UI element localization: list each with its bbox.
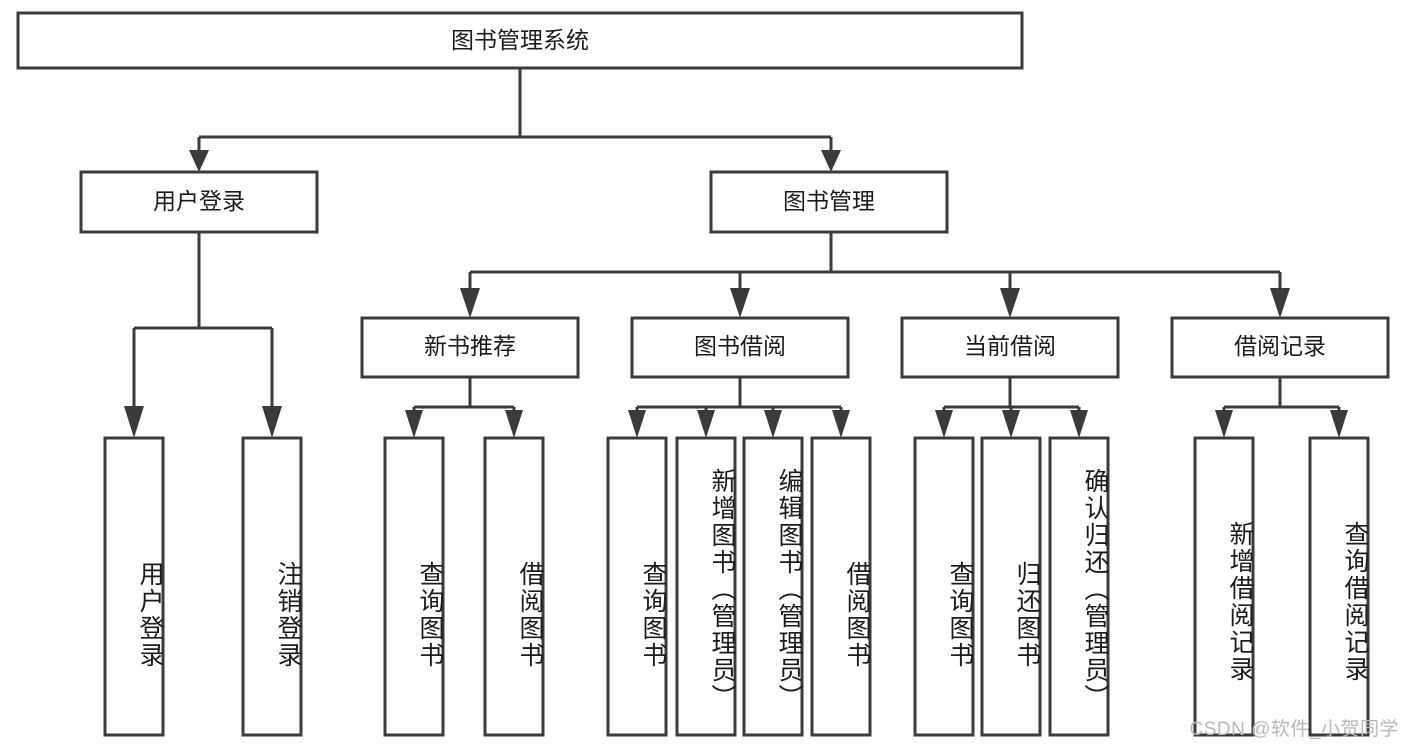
leaf-label-new-book-1: 借阅图书 [516, 560, 544, 669]
leaf-label-current-borrow-2: 确认归还（管理员） [1081, 467, 1109, 711]
leaf-label-book-borrow-1: 新增图书（管理员） [708, 467, 736, 711]
leaf-label-current-borrow-1: 归还图书 [1013, 560, 1041, 669]
leaf-box-book-borrow-1[interactable] [675, 436, 737, 737]
leaf-label-new-book-0: 查询图书 [416, 560, 444, 669]
leaf-box-new-book-0[interactable] [383, 436, 445, 737]
leaf-label-borrow-record-1: 查询借阅记录 [1341, 520, 1369, 683]
leaf-box-user-login-1[interactable] [241, 436, 303, 737]
leaf-box-user-login-0[interactable] [103, 436, 165, 737]
node-current-borrow[interactable]: 当前借阅 [900, 316, 1120, 379]
leaf-boxes-user-login [103, 436, 303, 737]
leaf-label-user-login-1: 注销登录 [274, 560, 302, 669]
leaf-label-book-borrow-3: 借阅图书 [843, 560, 871, 669]
leaf-box-current-borrow-0[interactable] [913, 436, 975, 737]
leaf-box-borrow-record-1[interactable] [1308, 436, 1370, 737]
node-user-login-label: 用户登录 [153, 188, 245, 214]
node-book-borrow-label: 图书借阅 [694, 333, 786, 359]
leaf-box-current-borrow-1[interactable] [980, 436, 1042, 737]
leaf-box-borrow-record-0[interactable] [1193, 436, 1255, 737]
leaf-label-book-borrow-2: 编辑图书（管理员） [775, 467, 803, 711]
connector-currentborrow-to-leaves [935, 377, 1088, 438]
node-new-book-recommend-label: 新书推荐 [424, 333, 516, 359]
connector-root-to-level2 [189, 68, 841, 172]
leaf-label-user-login-0: 用户登录 [136, 560, 164, 669]
node-borrow-record[interactable]: 借阅记录 [1170, 316, 1390, 379]
leaf-box-book-borrow-2[interactable] [742, 436, 804, 737]
leaf-box-book-borrow-3[interactable] [810, 436, 872, 737]
node-book-borrow[interactable]: 图书借阅 [630, 316, 850, 379]
node-root-label: 图书管理系统 [451, 27, 589, 53]
node-user-login[interactable]: 用户登录 [79, 170, 319, 234]
node-borrow-record-label: 借阅记录 [1234, 333, 1326, 359]
node-current-borrow-label: 当前借阅 [964, 333, 1056, 359]
leaf-box-current-borrow-2[interactable] [1048, 436, 1110, 737]
leaf-boxes-borrow-record [1193, 436, 1370, 737]
node-new-book-recommend[interactable]: 新书推荐 [360, 316, 580, 379]
leaf-boxes-current-borrow [913, 436, 1110, 737]
leaf-box-new-book-1[interactable] [483, 436, 545, 737]
connector-newbook-to-leaves [405, 377, 523, 438]
connector-bookborrow-to-leaves [628, 377, 850, 438]
node-root[interactable]: 图书管理系统 [16, 11, 1024, 70]
connector-bookmgmt-to-level3 [460, 232, 1290, 318]
leaf-box-book-borrow-0[interactable] [606, 436, 668, 737]
node-book-management[interactable]: 图书管理 [709, 170, 949, 234]
leaf-label-borrow-record-0: 新增借阅记录 [1226, 520, 1254, 683]
leaf-label-current-borrow-0: 查询图书 [946, 560, 974, 669]
leaf-boxes-new-book [383, 436, 545, 737]
node-book-management-label: 图书管理 [783, 188, 875, 214]
connector-userlogin-to-leaves [124, 232, 282, 438]
leaf-label-book-borrow-0: 查询图书 [639, 560, 667, 669]
connector-borrowrecord-to-leaves [1215, 377, 1348, 438]
leaf-boxes-book-borrow [606, 436, 872, 737]
